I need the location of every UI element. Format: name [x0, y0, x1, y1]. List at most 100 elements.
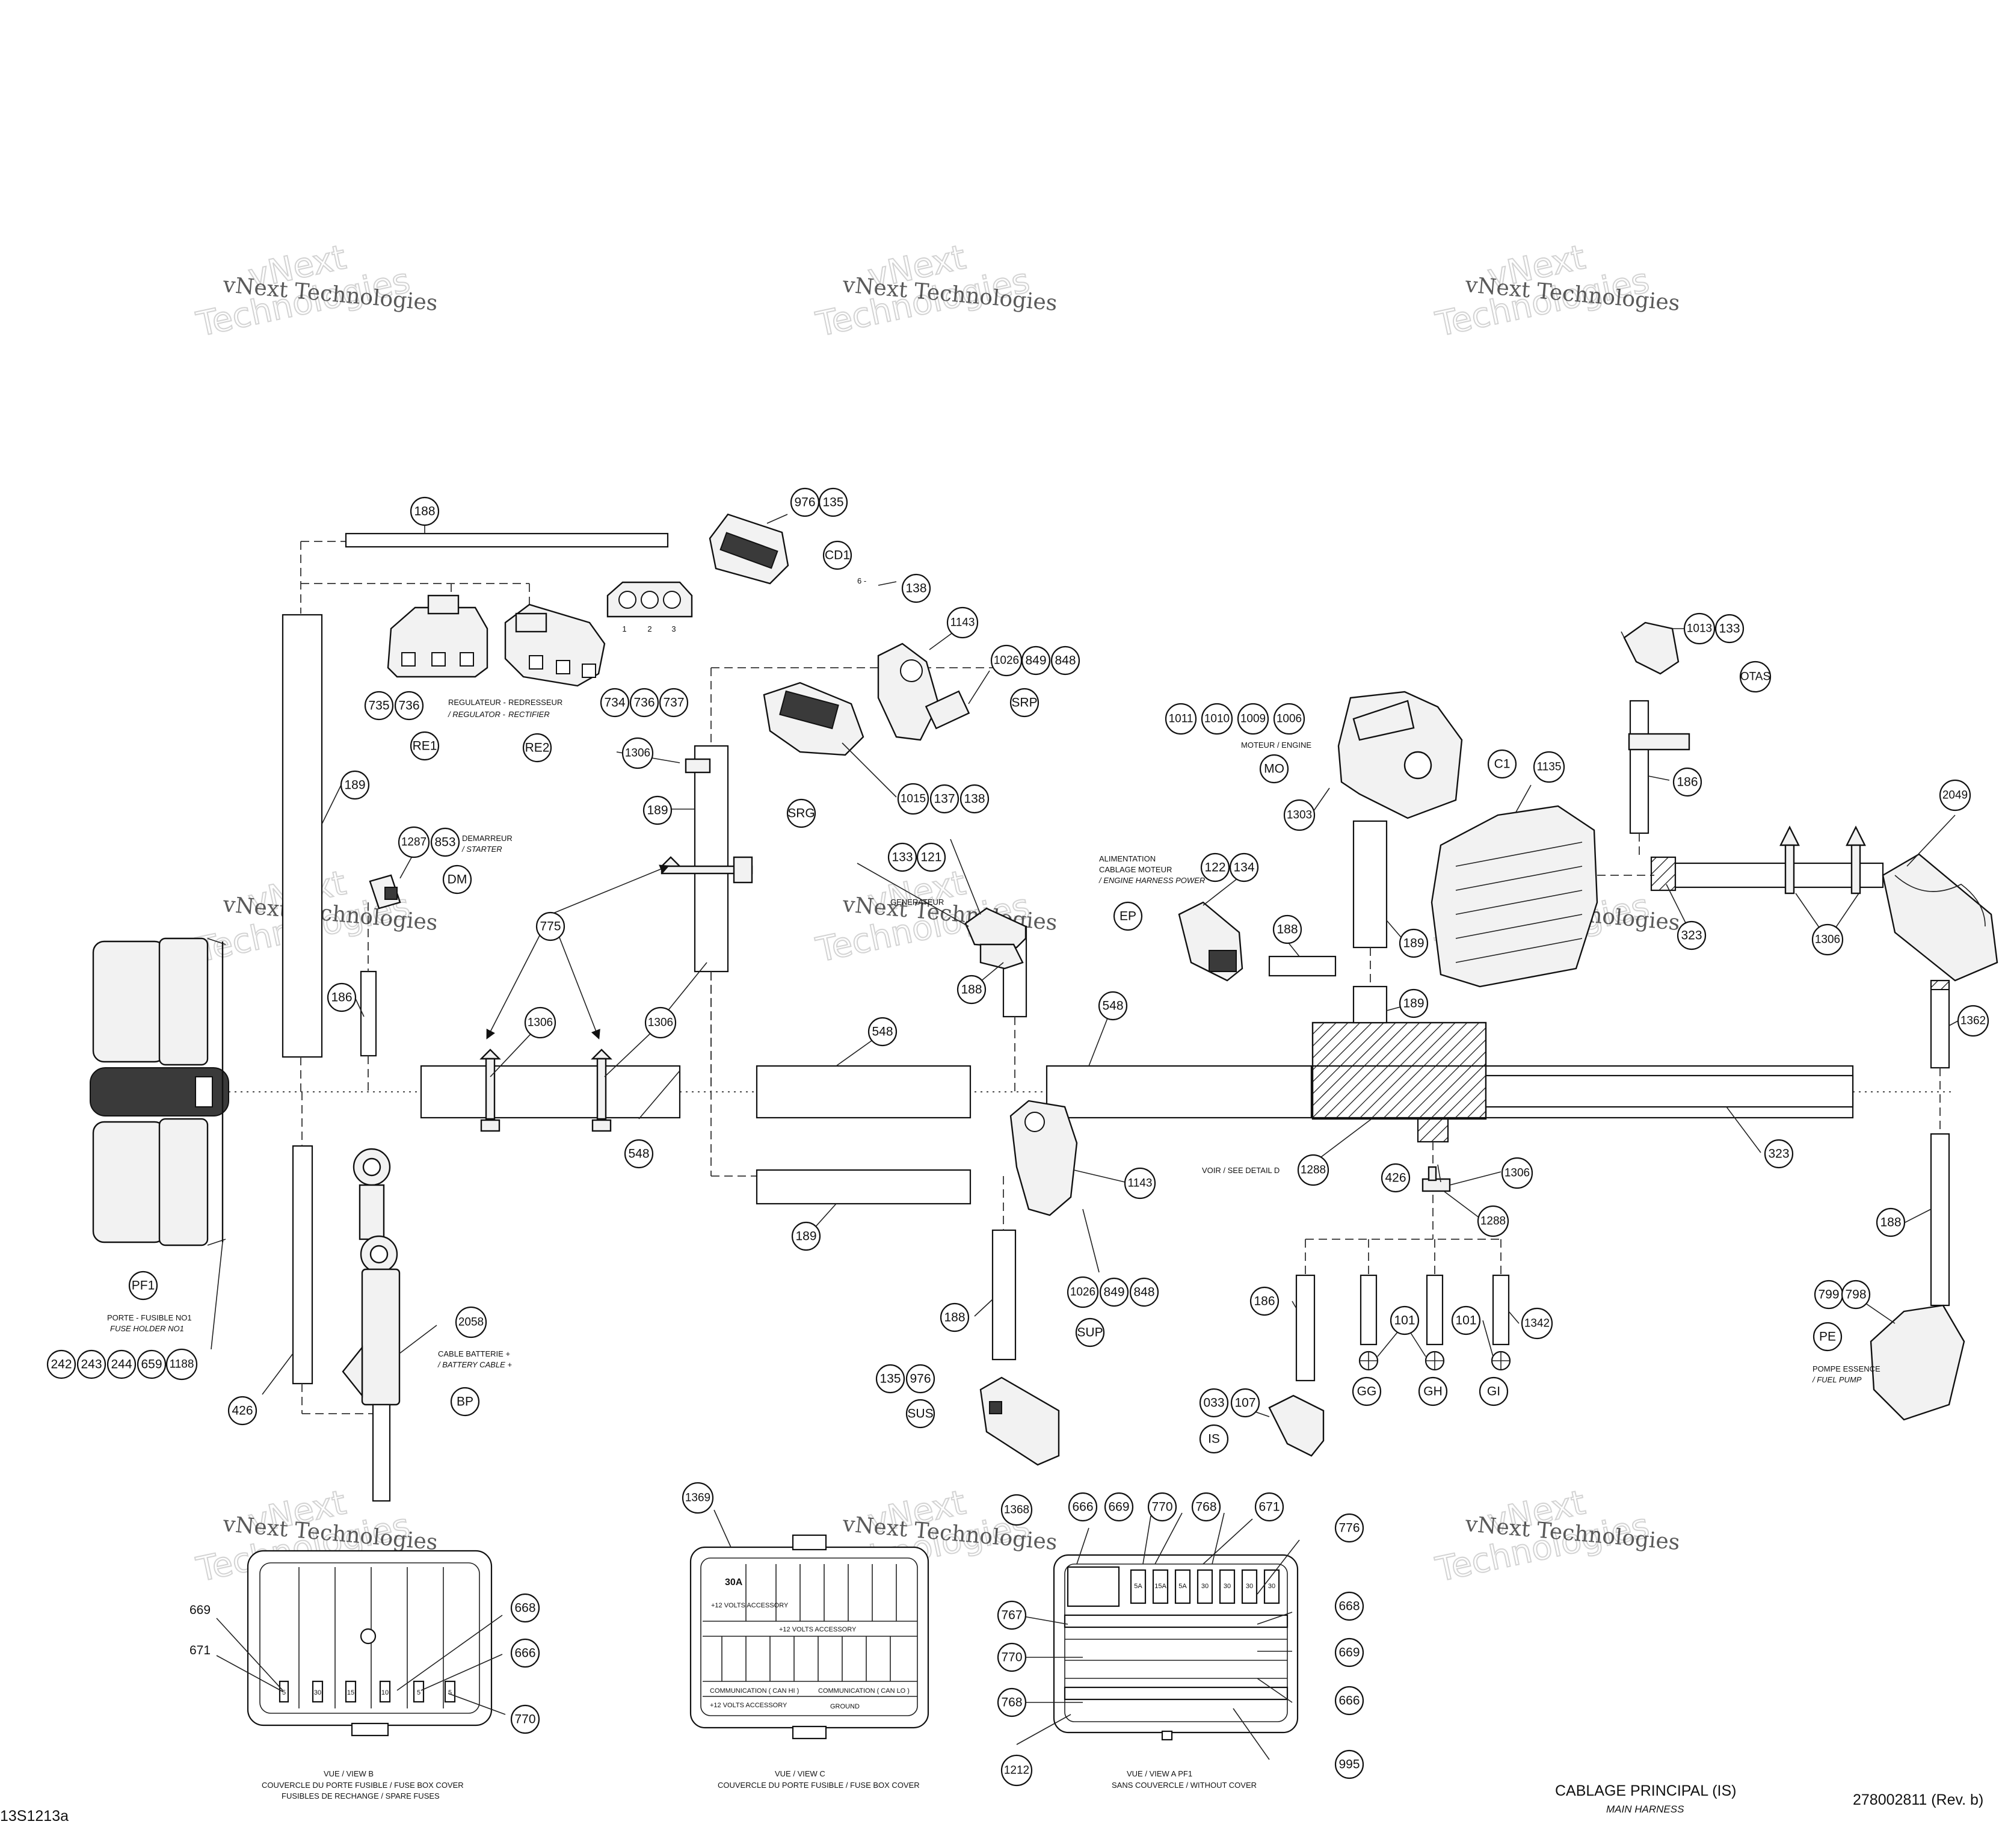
annotation-label: CABLAGE MOTEUR [1099, 865, 1172, 874]
callout-number: 1135 [1537, 761, 1562, 774]
callout-bubble: 799 [1814, 1280, 1844, 1310]
callout-number: 976 [910, 1372, 931, 1386]
callout-bubble: 770 [997, 1642, 1027, 1672]
callout-bubble: 666 [1334, 1686, 1364, 1716]
callout-bubble: 242 [46, 1349, 76, 1379]
callout-bubble: 186 [327, 982, 357, 1012]
callout-number: 770 [1001, 1651, 1022, 1665]
callout-bubble: BP [450, 1387, 480, 1417]
callout-number: C1 [1494, 757, 1511, 771]
callout-number: 101 [1455, 1314, 1476, 1328]
callout-number: SUS [907, 1407, 933, 1421]
callout-bubble: 121 [916, 842, 946, 872]
callout-number: BP [457, 1395, 473, 1409]
callout-number: 122 [1204, 861, 1225, 875]
callout-bubble: 323 [1764, 1139, 1794, 1169]
annotation-label: FUSE HOLDER NO1 [110, 1324, 184, 1333]
callout-bubble: PF1 [128, 1270, 158, 1301]
callout-bubble: 426 [227, 1396, 257, 1426]
callout-bubble: OTAS [1739, 661, 1772, 693]
callout-number: 548 [628, 1147, 649, 1161]
callout-bubble: 133 [1714, 614, 1745, 644]
volts-row-label: +12 VOLTS ACCESSORY [779, 1626, 857, 1633]
callout-number: 1342 [1524, 1317, 1550, 1330]
regulator-connectors: 1 2 3 [387, 581, 693, 687]
fuse-slot [1152, 1569, 1169, 1604]
fuse-slot [1219, 1569, 1236, 1604]
engine-connector-mo [1337, 691, 1463, 1024]
callout-bubble: 666 [1068, 1492, 1098, 1522]
callout-number: 1009 [1240, 713, 1266, 725]
callout-bubble: IS [1199, 1424, 1229, 1454]
callout-bubble: 1006 [1273, 703, 1305, 735]
callout-number: 775 [540, 920, 561, 934]
callout-number: 101 [1394, 1314, 1415, 1328]
fuse-rating: 30 [1268, 1583, 1275, 1590]
callout-number: 767 [1001, 1609, 1022, 1622]
callout-number: 1306 [1815, 934, 1840, 946]
callout-number: 1010 [1204, 713, 1230, 725]
callout-number: 548 [1102, 999, 1123, 1013]
callout-bubble: 1306 [1501, 1157, 1533, 1189]
callout-number: EP [1120, 910, 1136, 923]
speed-sensor-connectors [763, 642, 1078, 1216]
annotation-label: POMPE ESSENCE [1813, 1364, 1880, 1373]
callout-number: 188 [414, 505, 435, 519]
callout-bubble: 668 [510, 1593, 540, 1623]
callout-bubble: 1368 [1000, 1494, 1033, 1526]
callout-number: 1368 [1004, 1504, 1029, 1517]
callout-number: 1143 [950, 617, 975, 629]
callout-bubble: 776 [1334, 1513, 1364, 1543]
callout-number: 659 [141, 1358, 162, 1372]
callout-bubble: 243 [76, 1349, 106, 1379]
callout-number: 848 [1133, 1286, 1154, 1299]
callout-bubble: 1306 [1811, 923, 1844, 956]
callout-number: 1362 [1960, 1015, 1986, 1027]
callout-bubble: 849 [1021, 645, 1051, 676]
callout-bubble: 735 [364, 691, 394, 721]
starter-connector-dm [369, 874, 401, 910]
callout-bubble: CD1 [822, 540, 852, 570]
callout-number: 668 [514, 1601, 535, 1615]
callout-number: 134 [1233, 861, 1254, 875]
callout-bubble: 323 [1677, 920, 1707, 950]
callout-bubble: DM [442, 864, 472, 895]
callout-bubble: 188 [1876, 1207, 1906, 1237]
callout-bubble: 736 [394, 691, 424, 721]
annotation-label: 671 [189, 1643, 211, 1657]
callout-bubble: 767 [997, 1600, 1027, 1630]
leader-lines [211, 513, 1959, 1760]
callout-bubble: 138 [901, 573, 931, 603]
callout-number: 189 [344, 778, 365, 792]
left-branches [282, 532, 671, 1414]
callout-bubble: 1013 [1683, 612, 1716, 645]
callout-number: 1306 [625, 747, 650, 760]
callout-bubble: 668 [1334, 1591, 1364, 1621]
callout-number: GG [1357, 1385, 1377, 1399]
callout-bubble: 1342 [1521, 1307, 1553, 1340]
callout-number: 186 [1677, 775, 1698, 789]
callout-bubble: 137 [929, 784, 959, 814]
right-branches [1597, 621, 1998, 1421]
callout-number: 669 [1338, 1646, 1360, 1660]
spare-fuse-rating: 5 [417, 1689, 420, 1696]
callout-number: OTAS [1740, 671, 1770, 683]
callout-bubble: 775 [535, 911, 565, 941]
annotation-label: REDRESSEUR [508, 698, 562, 707]
callout-number: MO [1264, 762, 1284, 776]
callout-bubble: 188 [410, 496, 440, 526]
callout-bubble: 244 [106, 1349, 137, 1379]
callout-bubble: 189 [1399, 988, 1429, 1018]
connector-gen [964, 907, 1027, 970]
callout-number: 853 [434, 836, 455, 849]
annotation-label: COUVERCLE DU PORTE FUSIBLE / FUSE BOX CO… [718, 1781, 920, 1790]
callout-number: SRG [787, 807, 815, 821]
callout-bubble: SUP [1075, 1317, 1105, 1348]
annotation-label: ALIMENTATION [1099, 854, 1156, 863]
annotation-label: / ENGINE HARNESS POWER [1098, 876, 1205, 885]
spare-fuse-rating: 5 [282, 1689, 286, 1696]
callout-bubble: 659 [137, 1349, 167, 1379]
annotation-label: / FUEL PUMP [1812, 1375, 1862, 1384]
callout-bubble: 135 [818, 487, 848, 517]
